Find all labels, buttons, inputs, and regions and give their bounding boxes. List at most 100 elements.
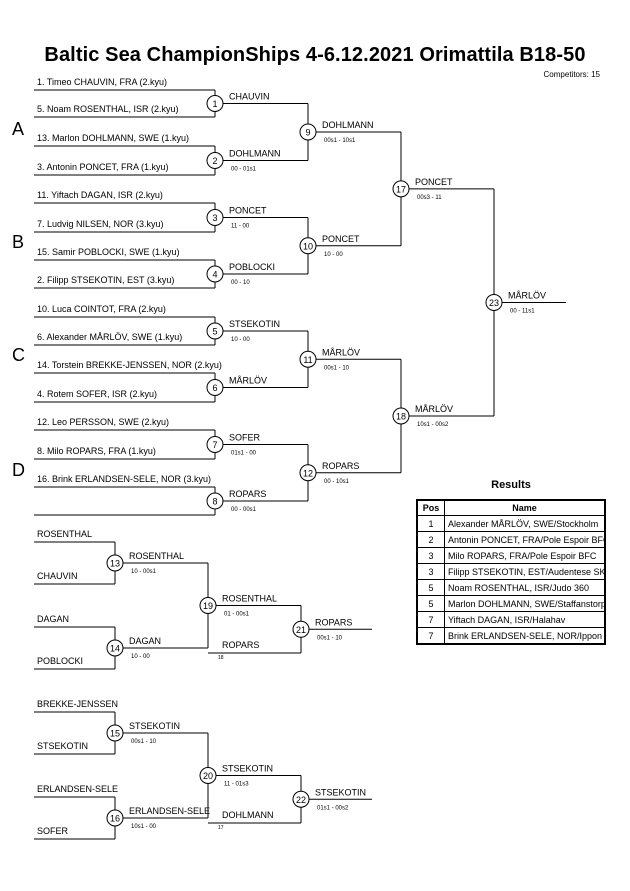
repechage-entrant: ROPARS [222, 640, 259, 650]
repechage-entrant: ROSENTHAL [37, 529, 92, 539]
match-number: 20 [203, 771, 213, 781]
results-header-name: Name [444, 499, 606, 516]
entrant-name: 16. Brink ERLANDSEN-SELE, NOR (3.kyu) [37, 474, 211, 484]
match-number-circle [206, 95, 224, 112]
result-pos: 1 [416, 515, 445, 532]
match-winner: PONCET [229, 206, 267, 216]
entrant-name: 5. Noam ROSENTHAL, ISR (2.kyu) [37, 104, 179, 114]
match-number: 7 [212, 440, 217, 450]
match-winner: SOFER [229, 433, 261, 443]
match-winner: DOHLMANN [322, 120, 374, 130]
match-score: 00s1 - 10 [324, 365, 350, 371]
entrant-name: 15. Samir POBLOCKI, SWE (1.kyu) [37, 247, 180, 257]
result-name: Alexander MÅRLÖV, SWE/Stockholm [444, 515, 606, 532]
match-number-circle [206, 322, 224, 340]
match-score: 11 - 01s3 [224, 782, 249, 788]
result-pos: 3 [416, 563, 445, 580]
results-header-row: Pos Name [416, 499, 606, 516]
match-winner: STSEKOTIN [315, 787, 366, 797]
match-winner: MÅRLÖV [229, 376, 267, 386]
match-score: 01s1 - 00s2 [317, 805, 349, 811]
match-winner: PONCET [322, 234, 360, 244]
match-score: 00s3 - 11 [417, 195, 442, 201]
match-number: 11 [303, 355, 312, 365]
match-number-circle [299, 464, 317, 482]
match-score: 10 - 00 [231, 337, 250, 343]
match-winner: DAGAN [129, 636, 161, 646]
match-winner: ROPARS [229, 489, 266, 499]
result-pos: 3 [416, 547, 445, 564]
match-score: 00 - 00s1 [231, 507, 257, 513]
match-number-circle [299, 123, 317, 141]
match-number: 15 [110, 729, 120, 739]
match-number-circle [392, 180, 410, 198]
entrant-name: 1. Timeo CHAUVIN, FRA (2.kyu) [37, 77, 167, 87]
match-winner: STSEKOTIN [229, 319, 280, 329]
match-number-circle [206, 379, 224, 396]
match-number-circle [392, 407, 410, 425]
match-score: 00s1 - 10 [317, 635, 343, 641]
entrant-name: 13. Marlon DOHLMANN, SWE (1.kyu) [37, 133, 189, 143]
match-number: 1 [212, 99, 217, 109]
match-number-circle [299, 350, 317, 368]
match-winner: ERLANDSEN-SELE [129, 806, 210, 816]
match-number-circle [292, 790, 310, 808]
repechage-entrant: BREKKE-JENSSEN [37, 699, 118, 709]
result-name: Brink ERLANDSEN-SELE, NOR/Ippon [444, 627, 606, 645]
result-name: Milo ROPARS, FRA/Pole Espoir BFC [444, 547, 606, 564]
match-number: 19 [203, 601, 213, 611]
match-number: 22 [296, 795, 306, 805]
result-pos: 7 [416, 627, 445, 645]
match-number-circle [206, 209, 224, 226]
match-number: 13 [110, 559, 120, 569]
match-winner: ROPARS [322, 461, 359, 471]
match-score: 00s1 - 10s1 [324, 138, 356, 144]
match-number: 21 [296, 625, 306, 635]
pool-label-b: B [12, 232, 25, 252]
match-number: 8 [212, 497, 217, 507]
result-pos: 7 [416, 611, 445, 628]
match-score: 01s1 - 00 [231, 451, 257, 457]
match-score: 11 - 00 [231, 224, 250, 230]
repechage-entrant: DAGAN [37, 614, 69, 624]
match-score: 10 - 00 [131, 654, 150, 660]
result-pos: 5 [416, 579, 445, 596]
results-title: Results [491, 479, 531, 491]
match-number: 6 [212, 383, 217, 393]
match-winner: STSEKOTIN [222, 764, 273, 774]
entrant-name: 14. Torstein BREKKE-JENSSEN, NOR (2.kyu) [37, 360, 222, 370]
pool-label-c: C [12, 345, 25, 365]
minor-label: 18 [218, 655, 224, 661]
match-winner: CHAUVIN [229, 92, 270, 102]
match-number-circle [106, 554, 124, 572]
match-score: 00s1 - 10 [131, 739, 157, 745]
entrant-name: 10. Luca COINTOT, FRA (2.kyu) [37, 304, 166, 314]
result-pos: 5 [416, 595, 445, 612]
match-number-circle [206, 492, 224, 510]
match-number-circle [199, 597, 217, 614]
entrant-name: 3. Antonin PONCET, FRA (1.kyu) [37, 162, 169, 172]
entrant-name: 11. Yiftach DAGAN, ISR (2.kyu) [37, 190, 163, 200]
result-name: Yiftach DAGAN, ISR/Halahav [444, 611, 606, 628]
match-number: 4 [212, 270, 217, 280]
match-winner: MÅRLÖV [322, 347, 360, 357]
match-score: 00 - 01s1 [231, 167, 257, 173]
match-score: 00 - 10s1 [324, 479, 350, 485]
match-number: 3 [212, 213, 217, 223]
match-number: 12 [303, 468, 313, 478]
match-number-circle [106, 639, 124, 657]
pool-label-a: A [12, 119, 25, 139]
match-score: 00 - 11s1 [510, 308, 535, 314]
match-winner: ROSENTHAL [129, 551, 184, 561]
match-number-circle [206, 152, 224, 169]
match-number-circle [199, 767, 217, 784]
match-number: 10 [303, 241, 313, 251]
match-score: 10s1 - 00s2 [417, 422, 449, 428]
competitors-count: Competitors: 15 [543, 70, 600, 79]
